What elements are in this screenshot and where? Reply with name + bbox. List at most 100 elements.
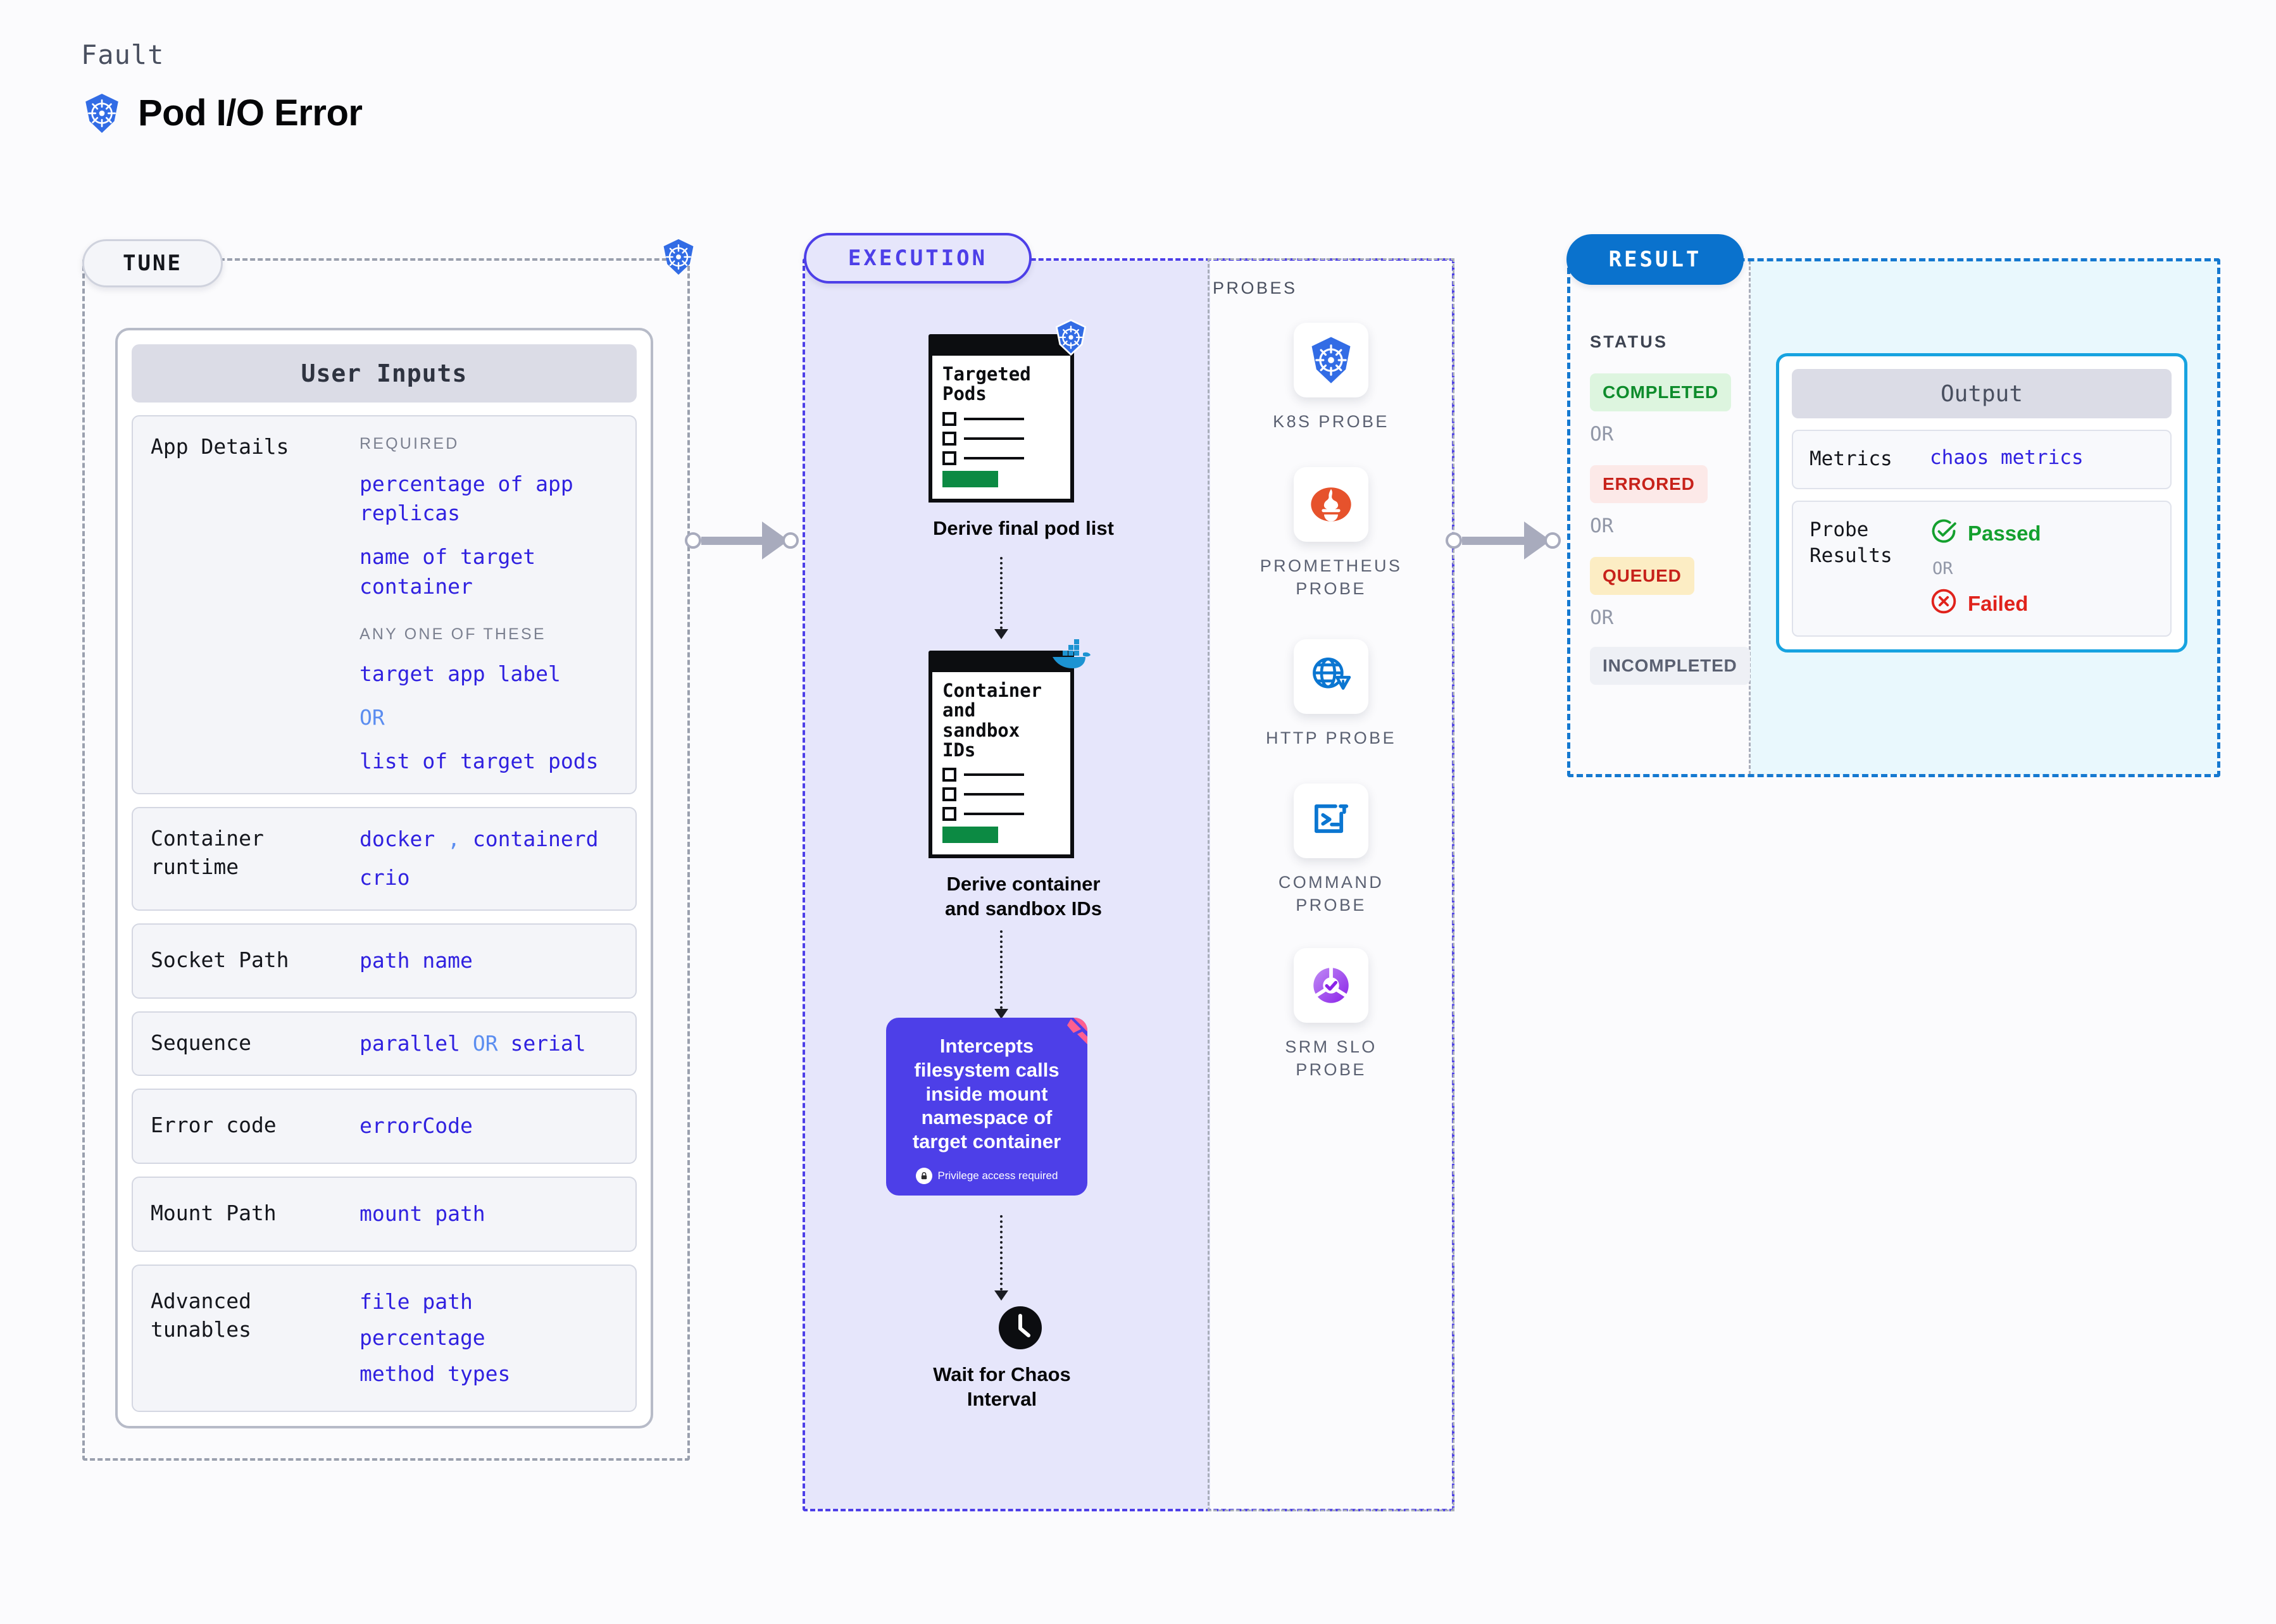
status-bar [942,827,998,844]
input-value: name of target container [360,544,536,599]
litmus-icon [1052,1018,1087,1051]
checkbox-icon [942,768,956,782]
x-circle-icon [1930,587,1958,620]
card-titlebar [929,334,1074,356]
tune-row-advanced-tunables[interactable]: Advanced tunables file path percentage m… [132,1265,637,1412]
checkbox-icon [942,411,956,426]
status-subregion [1570,261,1751,775]
probe-label: SRM SLO PROBE [1285,1037,1377,1080]
tune-row-container-runtime[interactable]: Container runtime docker , containerd cr… [132,807,637,911]
clock-icon [997,1306,1043,1353]
output-row-label: Probe Results [1810,518,1892,568]
status-badge-errored: ERRORED [1590,465,1708,503]
wait-step: Wait for Chaos Interval [933,1305,1084,1412]
output-row-probe-results[interactable]: Probe Results Passed OR [1792,500,2172,637]
status-badge-completed: COMPLETED [1590,373,1731,411]
tune-row-label: App Details [151,434,289,459]
or-separator: OR [360,705,385,730]
card-title: Container and sandbox IDs [942,680,1042,761]
tune-section-pill[interactable]: TUNE [82,239,223,287]
user-inputs-title: User Inputs [132,344,637,403]
checkbox-icon [942,451,956,465]
probe-http[interactable]: HTTP PROBE [1252,639,1410,749]
probes-title: PROBES [1213,278,1297,297]
result-section-pill[interactable]: RESULT [1566,234,1744,285]
input-value: errorCode [360,1113,473,1139]
card-checklist [942,768,1060,821]
output-title: Output [1792,369,2172,418]
tune-row-sequence[interactable]: Sequence parallel OR serial [132,1011,637,1077]
targeted-pods-card: Targeted Pods [929,319,1087,503]
check-circle-icon [1930,517,1958,550]
wait-caption: Wait for Chaos Interval [933,1363,1071,1410]
input-value: path name [360,947,473,973]
input-value: containerd [472,827,599,852]
globe-warning-icon [1294,639,1368,714]
card-checklist [942,411,1060,465]
output-row-metrics[interactable]: Metrics chaos metrics [1792,430,2172,489]
connector-line [701,536,763,545]
probe-result-or: OR [1932,558,1953,578]
tune-row-values: REQUIRED percentage of app replicas name… [360,433,618,777]
lock-icon [915,1168,932,1185]
input-value: method types [360,1361,511,1386]
status-badge-incompleted: INCOMPLETED [1590,647,1750,685]
status-bar [942,470,998,487]
tune-row-label: Error code [151,1113,277,1138]
probe-srm-slo[interactable]: SRM SLO PROBE [1252,948,1410,1082]
container-ids-card: Container and sandbox IDs [929,639,1091,859]
tune-row-label: Advanced tunables [151,1289,251,1342]
input-value: file path [360,1289,473,1315]
passed-label: Passed [1968,521,2041,545]
output-row-label: Metrics [1810,447,1892,470]
flow-connector [994,1215,1008,1301]
probes-region [1208,258,1454,1511]
line-placeholder [964,813,1024,816]
input-value: docker [360,827,435,852]
flow-connector [994,930,1008,1019]
probe-command[interactable]: COMMAND PROBE [1252,784,1410,917]
line-placeholder [964,417,1024,420]
execution-section-pill[interactable]: EXECUTION [804,233,1032,284]
input-value: percentage [360,1325,485,1351]
probe-label: COMMAND PROBE [1278,873,1384,915]
card-body: Container and sandbox IDs [929,672,1074,859]
connector-execution-to-result [1446,522,1572,559]
input-value: target app label [360,661,561,687]
fault-kicker: Fault [81,39,165,70]
card-body: Targeted Pods [929,356,1074,503]
probe-label: HTTP PROBE [1265,728,1397,747]
tune-row-socket-path[interactable]: Socket Path path name [132,923,637,999]
status-title: STATUS [1590,332,1668,351]
connector-line [1462,536,1525,545]
probe-result-failed: Failed [1930,587,2154,620]
input-value: serial [510,1030,586,1056]
privilege-note-text: Privilege access required [937,1170,1058,1182]
tune-row-label: Sequence [151,1030,251,1055]
tune-row-label: Socket Path [151,947,289,972]
checkbox-icon [942,807,956,821]
line-placeholder [964,773,1024,777]
prometheus-icon [1294,467,1368,542]
probe-k8s[interactable]: K8S PROBE [1252,323,1410,433]
tune-row-values: file path percentage method types [360,1287,618,1389]
tune-row-app-details[interactable]: App Details REQUIRED percentage of app r… [132,415,637,795]
tune-row-mount-path[interactable]: Mount Path mount path [132,1177,637,1252]
checkbox-icon [942,431,956,446]
result-region [1567,258,2220,777]
probe-prometheus[interactable]: PROMETHEUS PROBE [1252,467,1410,601]
tune-row-error-code[interactable]: Error code errorCode [132,1089,637,1165]
output-row-value: Passed OR Failed [1930,517,2154,620]
connector-dot [782,532,799,549]
output-row-value: chaos metrics [1930,446,2084,469]
line-placeholder [964,793,1024,796]
anyone-heading: ANY ONE OF THESE [360,625,546,643]
kubernetes-icon [81,92,123,134]
probe-label: PROMETHEUS PROBE [1260,556,1403,599]
required-heading: REQUIRED [360,435,460,453]
privilege-note: Privilege access required [896,1168,1077,1185]
execution-step-container-ids: Container and sandbox IDs Derive contain… [929,639,1102,921]
step-caption: Derive container and sandbox IDs [944,873,1103,920]
status-or: OR [1590,423,1614,446]
probe-label: K8S PROBE [1273,412,1389,431]
